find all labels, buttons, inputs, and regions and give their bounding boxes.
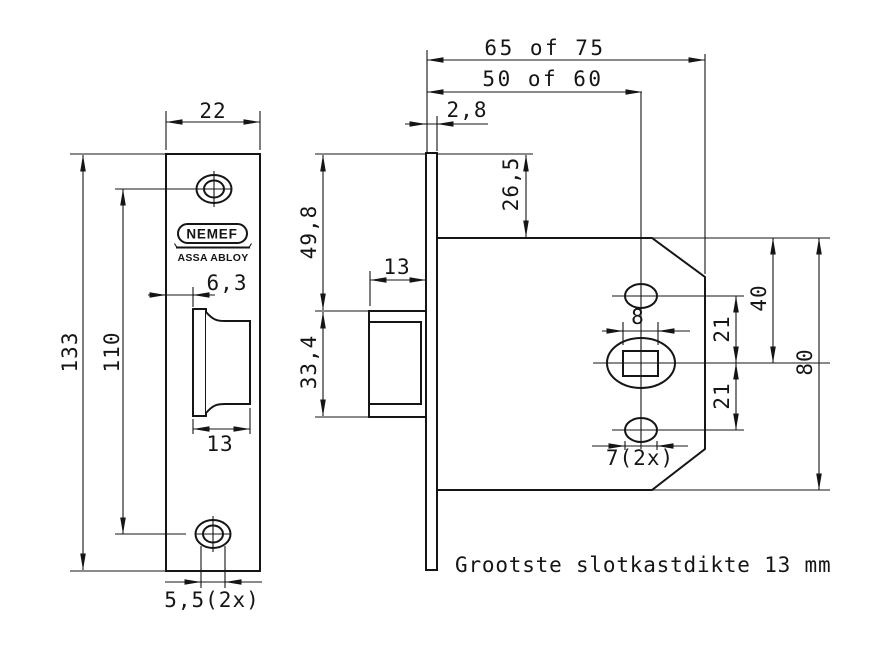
dim-top-to-spindle: 40 <box>747 284 771 311</box>
dim-spacing-lower: 21 <box>710 382 734 409</box>
side-view: 49,8 33,4 13 2,8 <box>297 50 533 571</box>
dim-plate-width: 22 <box>199 99 226 123</box>
brand-logo: NEMEF ASSA ABLOY <box>174 223 252 264</box>
screw-hole-bottom <box>194 516 232 552</box>
latch-bolt-side <box>368 310 427 418</box>
dim-case-height: 80 <box>793 348 817 375</box>
dim-backset: 50 of 60 <box>482 67 603 91</box>
dim-spacing-upper: 21 <box>710 315 734 342</box>
case-view: 65 of 75 50 of 60 26,5 8 7(2x) 21 21 40 <box>427 36 830 491</box>
spindle-hole <box>593 337 830 389</box>
dim-screw-spacing: 110 <box>100 332 124 373</box>
dim-latch-depth: 13 <box>383 255 410 279</box>
dim-latch-width: 13 <box>206 432 233 456</box>
dim-spindle-square: 8 <box>631 305 645 329</box>
brand-text: NEMEF <box>186 227 237 242</box>
group-text: ASSA ABLOY <box>177 252 248 264</box>
front-view: NEMEF ASSA ABLOY 22 133 110 6,3 <box>58 99 262 612</box>
screw-hole-top <box>195 171 233 207</box>
fixing-hole-bottom <box>612 417 744 443</box>
latch-bolt-front <box>192 308 251 417</box>
dim-latch-offset: 6,3 <box>207 271 248 295</box>
drawing-note: Grootste slotkastdikte 13 mm <box>455 553 831 577</box>
dim-plate-thickness: 2,8 <box>447 98 488 122</box>
dim-plate-height: 133 <box>58 332 82 373</box>
brand-logo-outline <box>177 223 248 244</box>
dim-case-depth: 65 of 75 <box>484 36 605 60</box>
dim-top-to-latch: 49,8 <box>297 205 321 260</box>
fixing-hole-top <box>612 283 744 309</box>
dim-top-offset: 26,5 <box>499 157 523 212</box>
faceplate-front <box>165 153 261 572</box>
faceplate-side <box>425 152 438 571</box>
dim-latch-height: 33,4 <box>297 335 321 390</box>
dim-screw-hole: 5,5(2x) <box>164 588 260 612</box>
dim-fixing-hole: 7(2x) <box>606 446 674 470</box>
